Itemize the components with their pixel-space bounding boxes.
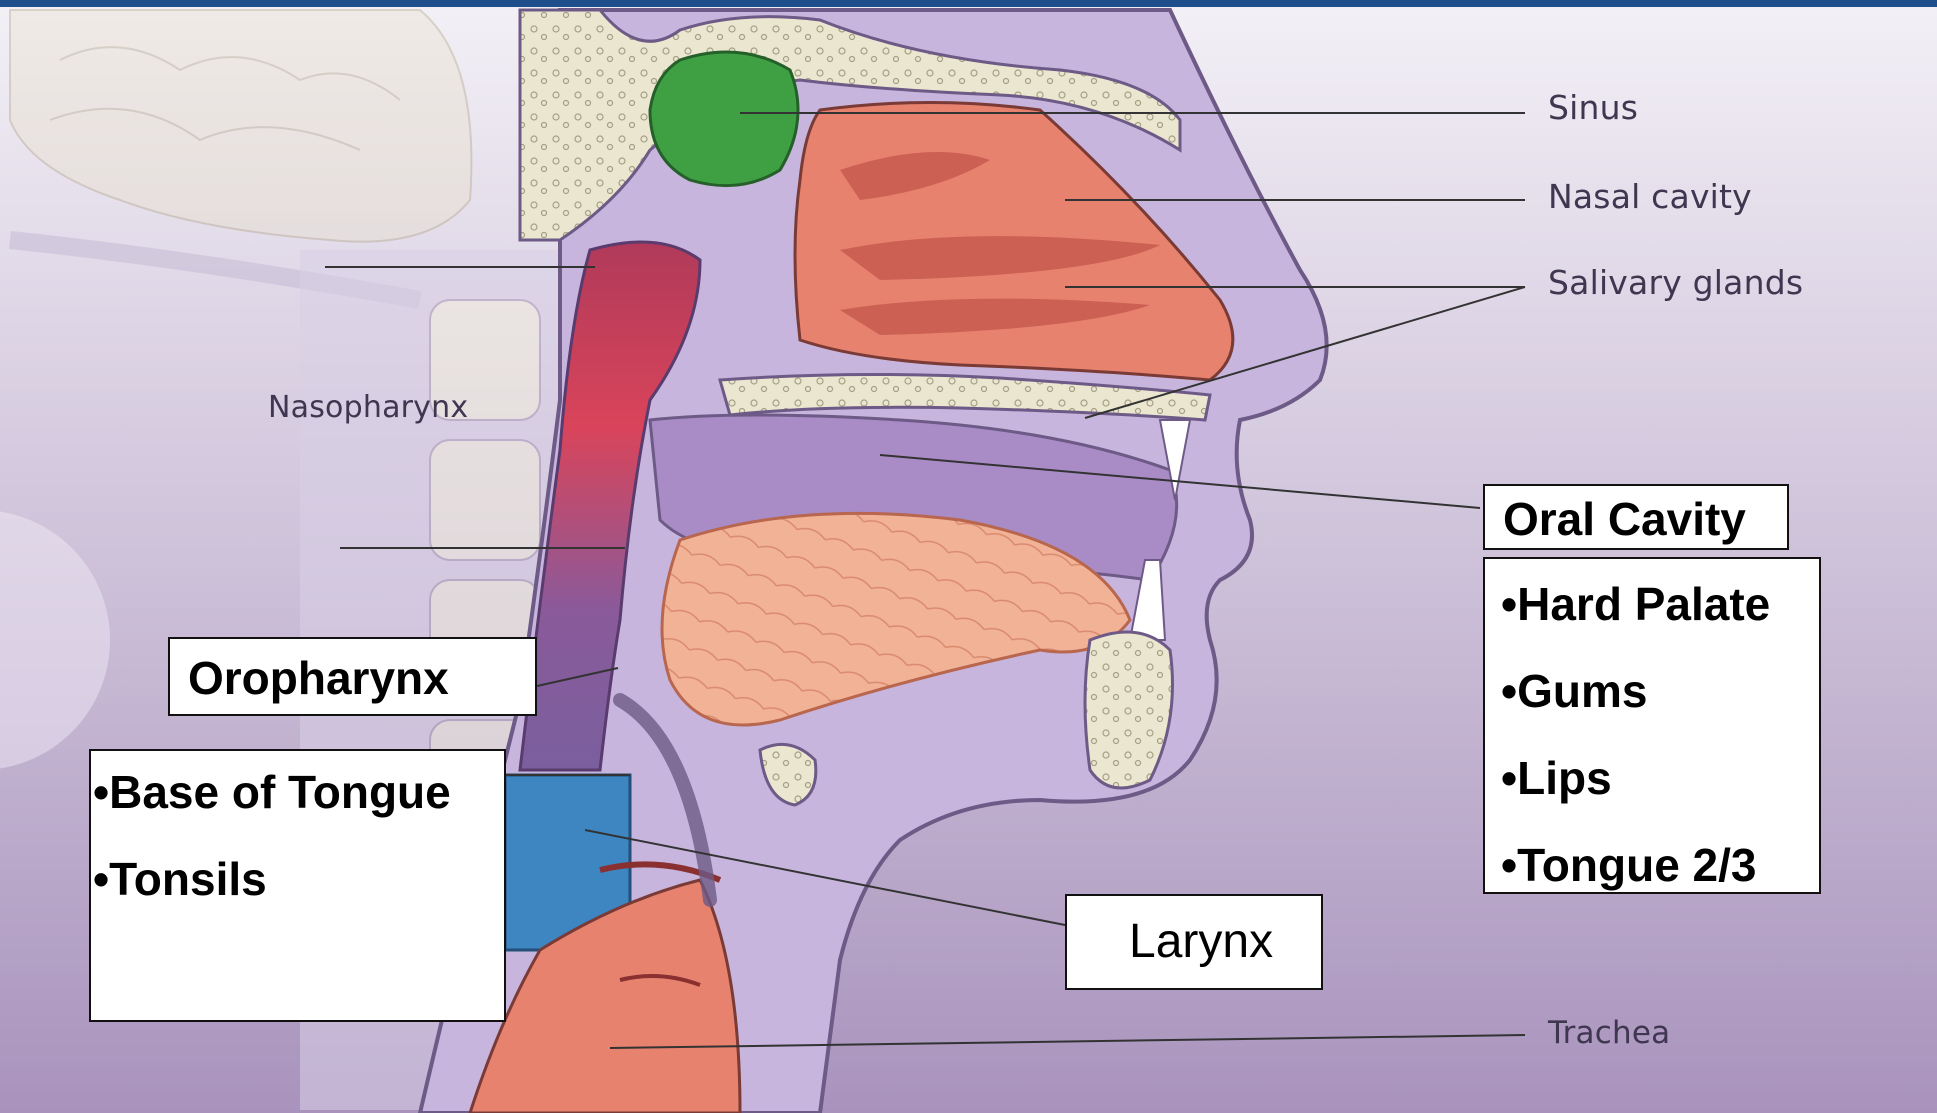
list-item: Tongue 2/3: [1501, 822, 1770, 909]
label-nasopharynx: Nasopharynx: [268, 390, 468, 425]
oral-cavity-list: Hard Palate Gums Lips Tongue 2/3: [1501, 561, 1770, 909]
oropharynx-callout: Oropharynx: [168, 637, 537, 716]
oropharynx-title: Oropharynx: [188, 651, 449, 705]
larynx-title: Larynx: [1129, 914, 1273, 969]
list-item: Lips: [1501, 735, 1770, 822]
label-nasal-cavity: Nasal cavity: [1548, 177, 1752, 216]
label-sinus: Sinus: [1548, 88, 1638, 127]
oropharynx-list-box: Base of Tongue Tonsils: [89, 749, 506, 1022]
larynx-callout: Larynx: [1065, 894, 1323, 990]
label-salivary-glands: Salivary glands: [1548, 263, 1803, 302]
label-trachea: Trachea: [1548, 1015, 1670, 1051]
list-item: Hard Palate: [1501, 561, 1770, 648]
oral-cavity-title: Oral Cavity: [1503, 492, 1746, 546]
list-item: Base of Tongue: [93, 749, 451, 836]
oral-cavity-list-box: Hard Palate Gums Lips Tongue 2/3: [1483, 557, 1821, 894]
list-item: Gums: [1501, 648, 1770, 735]
oropharynx-list: Base of Tongue Tonsils: [93, 749, 451, 923]
sinus-shape: [650, 52, 798, 186]
oral-cavity-callout: Oral Cavity: [1483, 484, 1789, 550]
header-band: [0, 0, 1937, 7]
list-item: Tonsils: [93, 836, 451, 923]
